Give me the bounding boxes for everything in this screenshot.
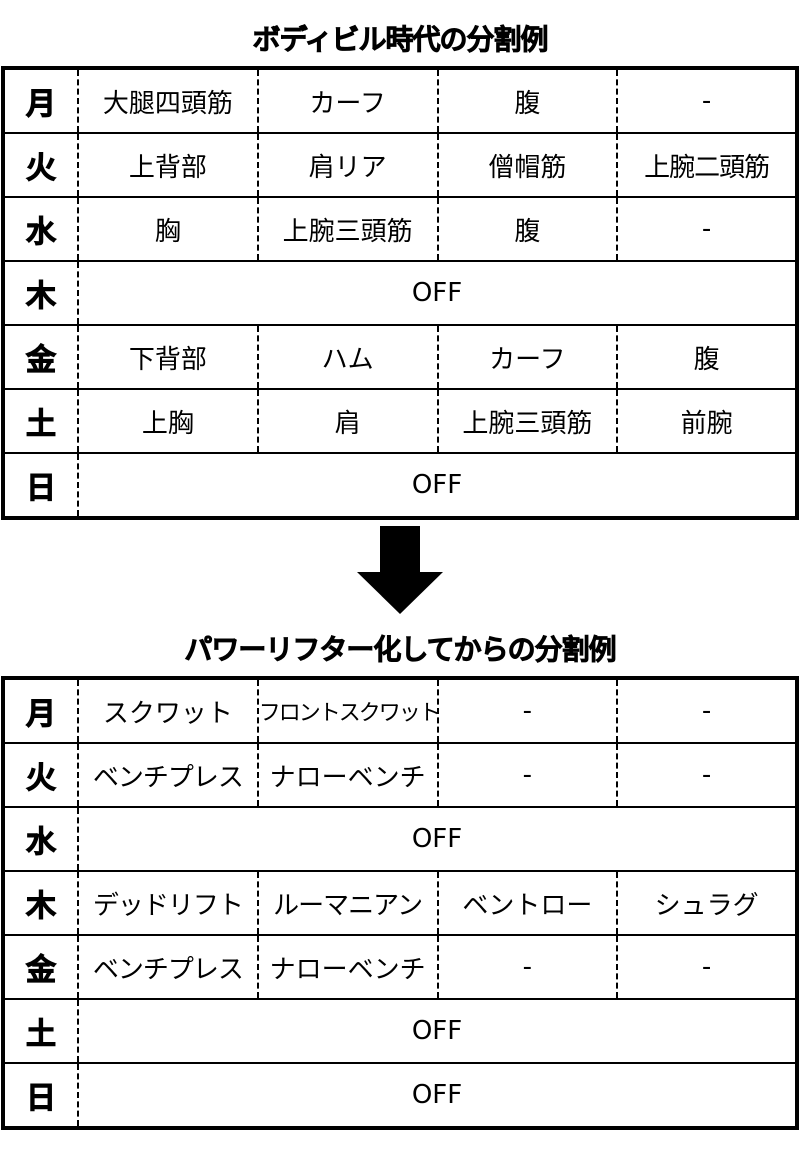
day-label: 月 <box>3 678 79 743</box>
off-cell: OFF <box>78 998 797 1063</box>
exercise-cell: スクワット <box>77 678 258 743</box>
exercise-cell: カーフ <box>256 68 438 133</box>
day-label: 金 <box>3 934 79 999</box>
off-cell: OFF <box>78 260 797 325</box>
day-label: 木 <box>3 260 79 325</box>
table-row: 火 上背部 肩リア 僧帽筋 上腕二頭筋 <box>3 132 797 197</box>
table-row: 月 大腿四頭筋 カーフ 腹 - <box>3 68 797 133</box>
exercise-cell: ナローベンチ <box>256 742 438 807</box>
exercise-cell: カーフ <box>436 324 618 389</box>
exercise-cell: 上背部 <box>77 132 258 197</box>
exercise-cell: 上腕二頭筋 <box>616 132 797 197</box>
day-label: 日 <box>3 1062 79 1128</box>
exercise-cell: 上腕三頭筋 <box>436 388 618 453</box>
exercise-cell: 肩 <box>256 388 438 453</box>
day-label: 土 <box>3 388 79 453</box>
exercise-cell: 胸 <box>77 196 258 261</box>
arrow-down-icon <box>357 526 443 614</box>
exercise-cell: 上腕三頭筋 <box>256 196 438 261</box>
table-row: 木 デッドリフト ルーマニアン ベントロー シュラグ <box>3 870 797 935</box>
exercise-cell: - <box>616 196 797 261</box>
bodybuilding-split-table: 月 大腿四頭筋 カーフ 腹 - 火 上背部 肩リア 僧帽筋 上腕二頭筋 水 胸 … <box>1 66 799 520</box>
day-label: 木 <box>3 870 79 935</box>
exercise-cell: - <box>616 742 797 807</box>
table-row: 水 OFF <box>3 806 797 871</box>
table-row: 水 胸 上腕三頭筋 腹 - <box>3 196 797 261</box>
day-label: 日 <box>3 452 79 518</box>
day-label: 水 <box>3 196 79 261</box>
bodybuilding-split-title: ボディビル時代の分割例 <box>252 23 549 57</box>
day-label: 水 <box>3 806 79 871</box>
day-label: 金 <box>3 324 79 389</box>
table-row: 土 上胸 肩 上腕三頭筋 前腕 <box>3 388 797 453</box>
off-cell: OFF <box>78 1062 797 1128</box>
exercise-cell: 腹 <box>436 196 618 261</box>
off-cell: OFF <box>78 806 797 871</box>
exercise-cell: 前腕 <box>616 388 797 453</box>
exercise-cell: フロントスクワット <box>256 678 438 743</box>
day-label: 土 <box>3 998 79 1063</box>
table-row: 火 ベンチプレス ナローベンチ - - <box>3 742 797 807</box>
day-label: 月 <box>3 68 79 133</box>
table-row: 木 OFF <box>3 260 797 325</box>
exercise-cell: デッドリフト <box>77 870 258 935</box>
day-label: 火 <box>3 132 79 197</box>
exercise-cell: - <box>616 934 797 999</box>
day-label: 火 <box>3 742 79 807</box>
exercise-cell: ベンチプレス <box>77 934 258 999</box>
table-row: 金 下背部 ハム カーフ 腹 <box>3 324 797 389</box>
exercise-cell: ルーマニアン <box>256 870 438 935</box>
powerlifting-split-title: パワーリフター化してからの分割例 <box>184 633 617 667</box>
exercise-cell: - <box>616 68 797 133</box>
table-row: 日 OFF <box>3 452 797 518</box>
exercise-cell: - <box>436 678 618 743</box>
powerlifting-split-table: 月 スクワット フロントスクワット - - 火 ベンチプレス ナローベンチ - … <box>1 676 799 1130</box>
exercise-cell: 腹 <box>436 68 618 133</box>
table-row: 金 ベンチプレス ナローベンチ - - <box>3 934 797 999</box>
exercise-cell: ナローベンチ <box>256 934 438 999</box>
exercise-cell: - <box>616 678 797 743</box>
exercise-cell: 下背部 <box>77 324 258 389</box>
exercise-cell: - <box>436 742 618 807</box>
exercise-cell: 上胸 <box>77 388 258 453</box>
exercise-cell: 肩リア <box>256 132 438 197</box>
table-row: 土 OFF <box>3 998 797 1063</box>
table-row: 日 OFF <box>3 1062 797 1128</box>
exercise-cell: シュラグ <box>616 870 797 935</box>
exercise-cell: 僧帽筋 <box>436 132 618 197</box>
off-cell: OFF <box>78 452 797 518</box>
exercise-cell: - <box>436 934 618 999</box>
exercise-cell: ベントロー <box>436 870 618 935</box>
exercise-cell: ハム <box>256 324 438 389</box>
table-row: 月 スクワット フロントスクワット - - <box>3 678 797 743</box>
exercise-cell: 大腿四頭筋 <box>77 68 258 133</box>
exercise-cell: 腹 <box>616 324 797 389</box>
exercise-cell: ベンチプレス <box>77 742 258 807</box>
